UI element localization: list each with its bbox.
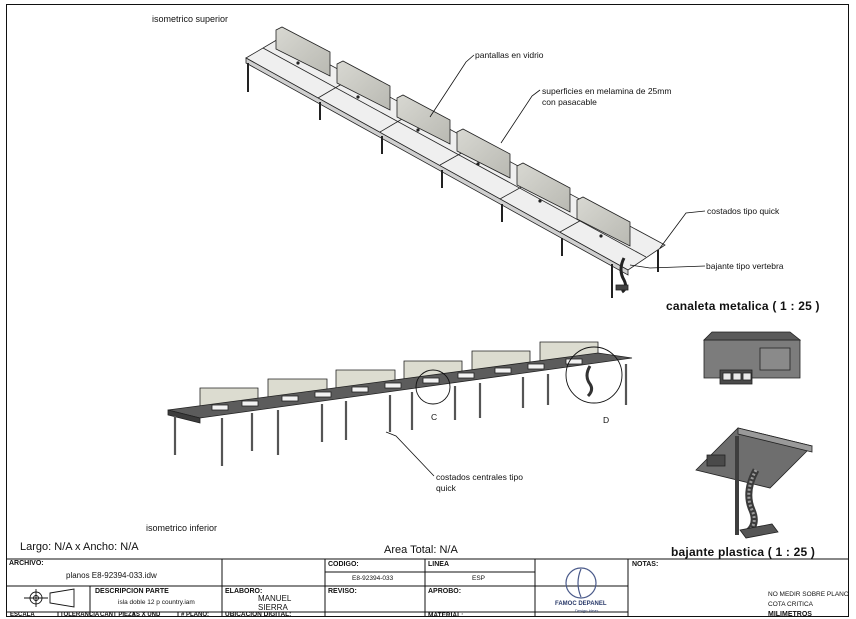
total-area: Area Total: N/A [384,544,458,556]
bottom-iso-title: isometrico inferior [146,523,218,533]
top-iso-title: isometrico superior [152,14,229,24]
callout-leaders-top [429,54,706,269]
projection-symbol [24,588,75,608]
linea-value: ESP [472,575,486,582]
escala-label: ESCALA [10,612,35,618]
aprobo-label: APROBO: [428,588,462,595]
codigo-label: CODIGO: [328,561,359,568]
nota-2: COTA CRITICA [768,601,814,608]
callout-glass-screens: pantallas en vidrio [475,50,544,60]
detail-label-c: C [431,412,438,422]
notas-label: NOTAS: [632,561,659,568]
archivo-value: planos E8-92394-033.idw [66,571,157,580]
logo-sub: Design Ideas [575,608,599,613]
codigo-value: E8-92394-033 [352,575,394,582]
reviso-label: REVISO: [328,588,357,595]
descripcion-label: DESCRIPCION PARTE [95,588,169,595]
size-dimension: Largo: N/A x Ancho: N/A [20,541,139,553]
elaboro-value-2: SIERRA [258,603,288,612]
tolerancia-label: TOLERANCIA [60,612,100,618]
elaboro-label: ELABORO: [225,588,263,595]
elaboro-value-1: MANUEL [258,594,292,603]
company-logo-icon [565,567,597,599]
linea-label: LINEA [428,561,449,568]
callout-central-line2: quick [436,483,456,493]
plastic-drop-title: bajante plastica ( 1 : 25 ) [671,545,816,559]
callout-central-line1: costados centrales tipo [436,472,523,482]
material-label: MATERIAL: [428,612,464,619]
logo-text: FAMOC DEPANEL [555,601,607,607]
callout-melamine-line2: con pasacable [542,97,597,107]
bottom-isometric-view [167,341,633,466]
unidades: MILIMETROS [768,611,812,618]
detail-metal-channel [703,331,802,385]
ubicacion-label: UBICACION DIGITAL: [225,611,292,618]
detail-label-d: D [603,415,610,425]
cant-piezas-label: CANT PIEZAS X UND [100,612,161,618]
metal-channel-title: canaleta metalica ( 1 : 25 ) [666,299,820,313]
title-block-grid [6,558,849,617]
callout-leader-central [385,431,435,477]
archivo-label: ARCHIVO: [9,560,44,567]
callout-quick-sides: costados tipo quick [707,206,780,216]
top-isometric-view [245,26,666,298]
detail-plastic-drop [695,427,813,539]
plano-label: # PLANO: [181,612,210,618]
nota-1: NO MEDIR SOBRE PLANO [768,591,849,598]
callout-melamine-line1: superficies en melamina de 25mm [542,86,672,96]
callout-vertebra-drop: bajante tipo vertebra [706,261,784,271]
descripcion-value: isla doble 12 p country.iam [118,599,195,606]
